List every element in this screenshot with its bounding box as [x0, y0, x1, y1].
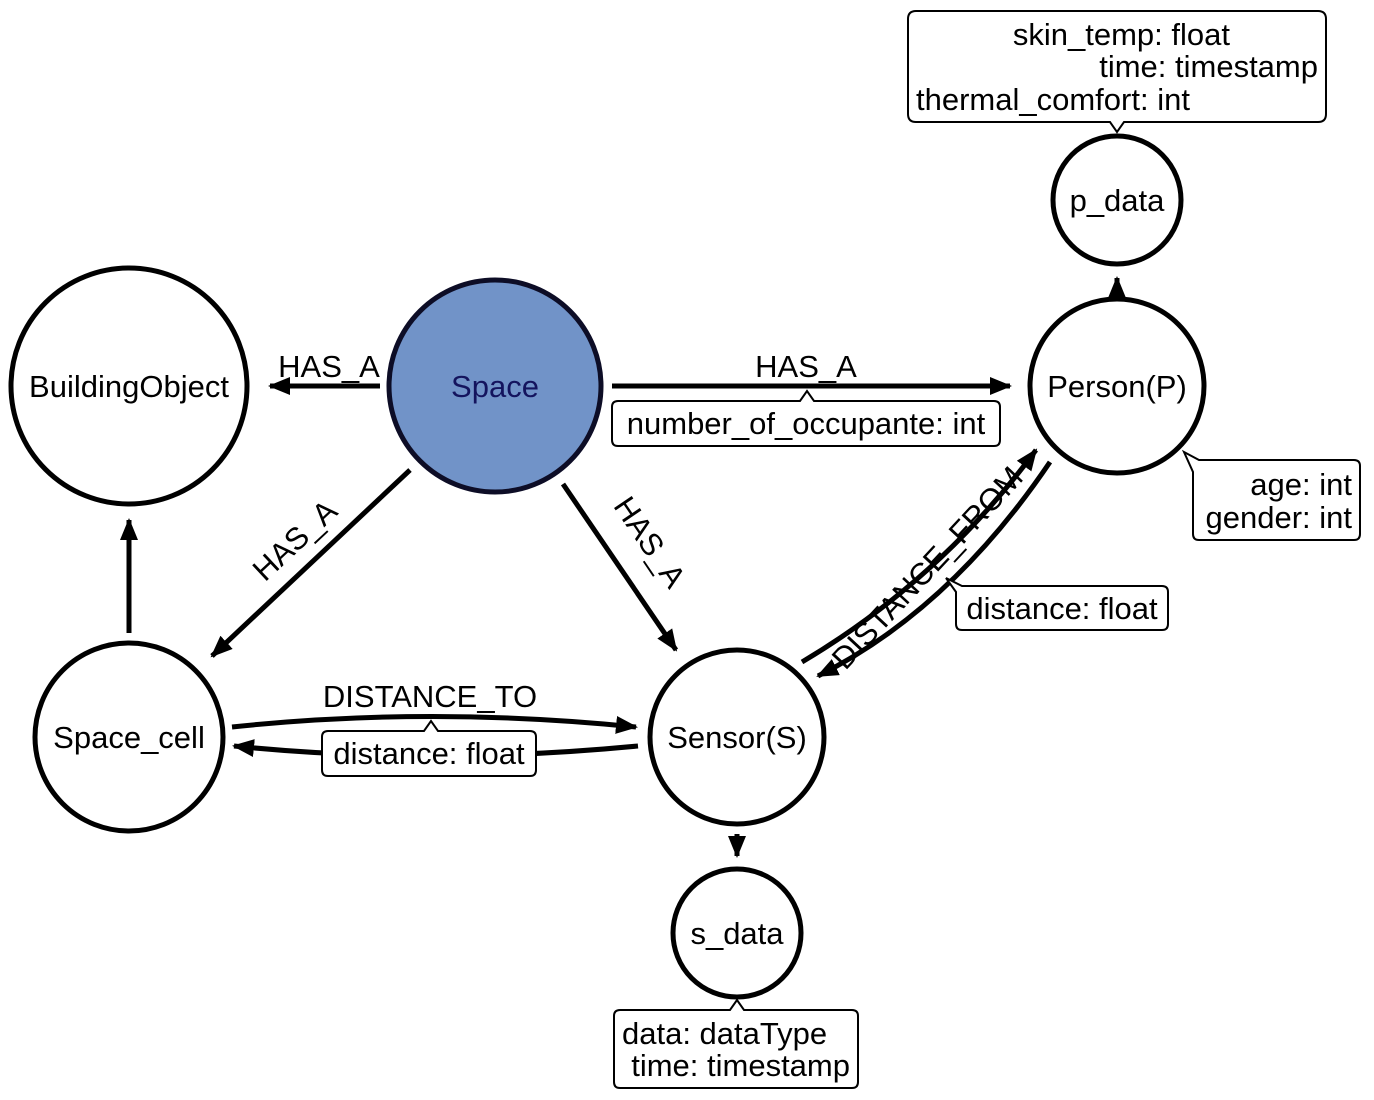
prop-person-0: age: int [1250, 467, 1352, 502]
node-sensor[interactable]: Sensor(S) [647, 647, 827, 827]
prop-p-data-1: time: timestamp [1099, 49, 1318, 84]
edge-label-space-person: HAS_A [755, 349, 857, 384]
prop-space-person-0: number_of_occupante: int [627, 406, 986, 441]
edge-distance-from: DISTANCE_FROM [800, 448, 1053, 679]
edge-label-space-sensor: HAS_A [607, 490, 693, 594]
edge-label-space-spacecell: HAS_A [246, 493, 344, 588]
edge-space-building: HAS_A [268, 349, 380, 395]
edge-label-distance-to: DISTANCE_TO [323, 679, 537, 714]
callout-s-data: data: dataType time: timestamp [613, 998, 859, 1089]
callout-p-data: skin_temp: float time: timestamp thermal… [907, 10, 1327, 134]
node-building-object[interactable]: BuildingObject [8, 265, 250, 507]
node-label-s-data: s_data [690, 916, 784, 951]
callout-person: age: int gender: int [1181, 449, 1361, 541]
edge-space-spacecell: HAS_A [210, 468, 412, 658]
callout-distance-to: distance: float [321, 719, 537, 777]
node-s-data[interactable]: s_data [670, 866, 804, 1000]
node-label-building-object: BuildingObject [29, 369, 229, 404]
prop-s-data-1: time: timestamp [631, 1048, 850, 1083]
edge-label-space-building: HAS_A [278, 349, 380, 384]
prop-s-data-0: data: dataType [622, 1016, 827, 1051]
node-person[interactable]: Person(P) [1027, 296, 1207, 476]
node-label-space-cell: Space_cell [53, 720, 205, 755]
edge-space-sensor: HAS_A [560, 482, 693, 652]
node-label-sensor: Sensor(S) [667, 720, 807, 755]
node-space[interactable]: Space [386, 277, 604, 495]
edge-distance-to: DISTANCE_TO [231, 679, 639, 759]
edge-label-distance-from: DISTANCE_FROM [825, 460, 1030, 676]
prop-distance-from-0: distance: float [966, 591, 1158, 626]
prop-p-data-0: skin_temp: float [1013, 17, 1230, 52]
node-p-data[interactable]: p_data [1050, 133, 1184, 267]
prop-distance-to-0: distance: float [333, 736, 525, 771]
prop-p-data-2: thermal_comfort: int [916, 82, 1190, 117]
callout-space-person: number_of_occupante: int [611, 389, 1001, 447]
prop-person-1: gender: int [1206, 500, 1353, 535]
node-space-cell[interactable]: Space_cell [32, 640, 226, 834]
node-label-space: Space [451, 369, 539, 404]
node-label-p-data: p_data [1070, 183, 1166, 218]
callout-distance-from: distance: float [945, 577, 1169, 631]
edge-space-person: HAS_A [612, 349, 1012, 395]
node-label-person: Person(P) [1047, 369, 1187, 404]
